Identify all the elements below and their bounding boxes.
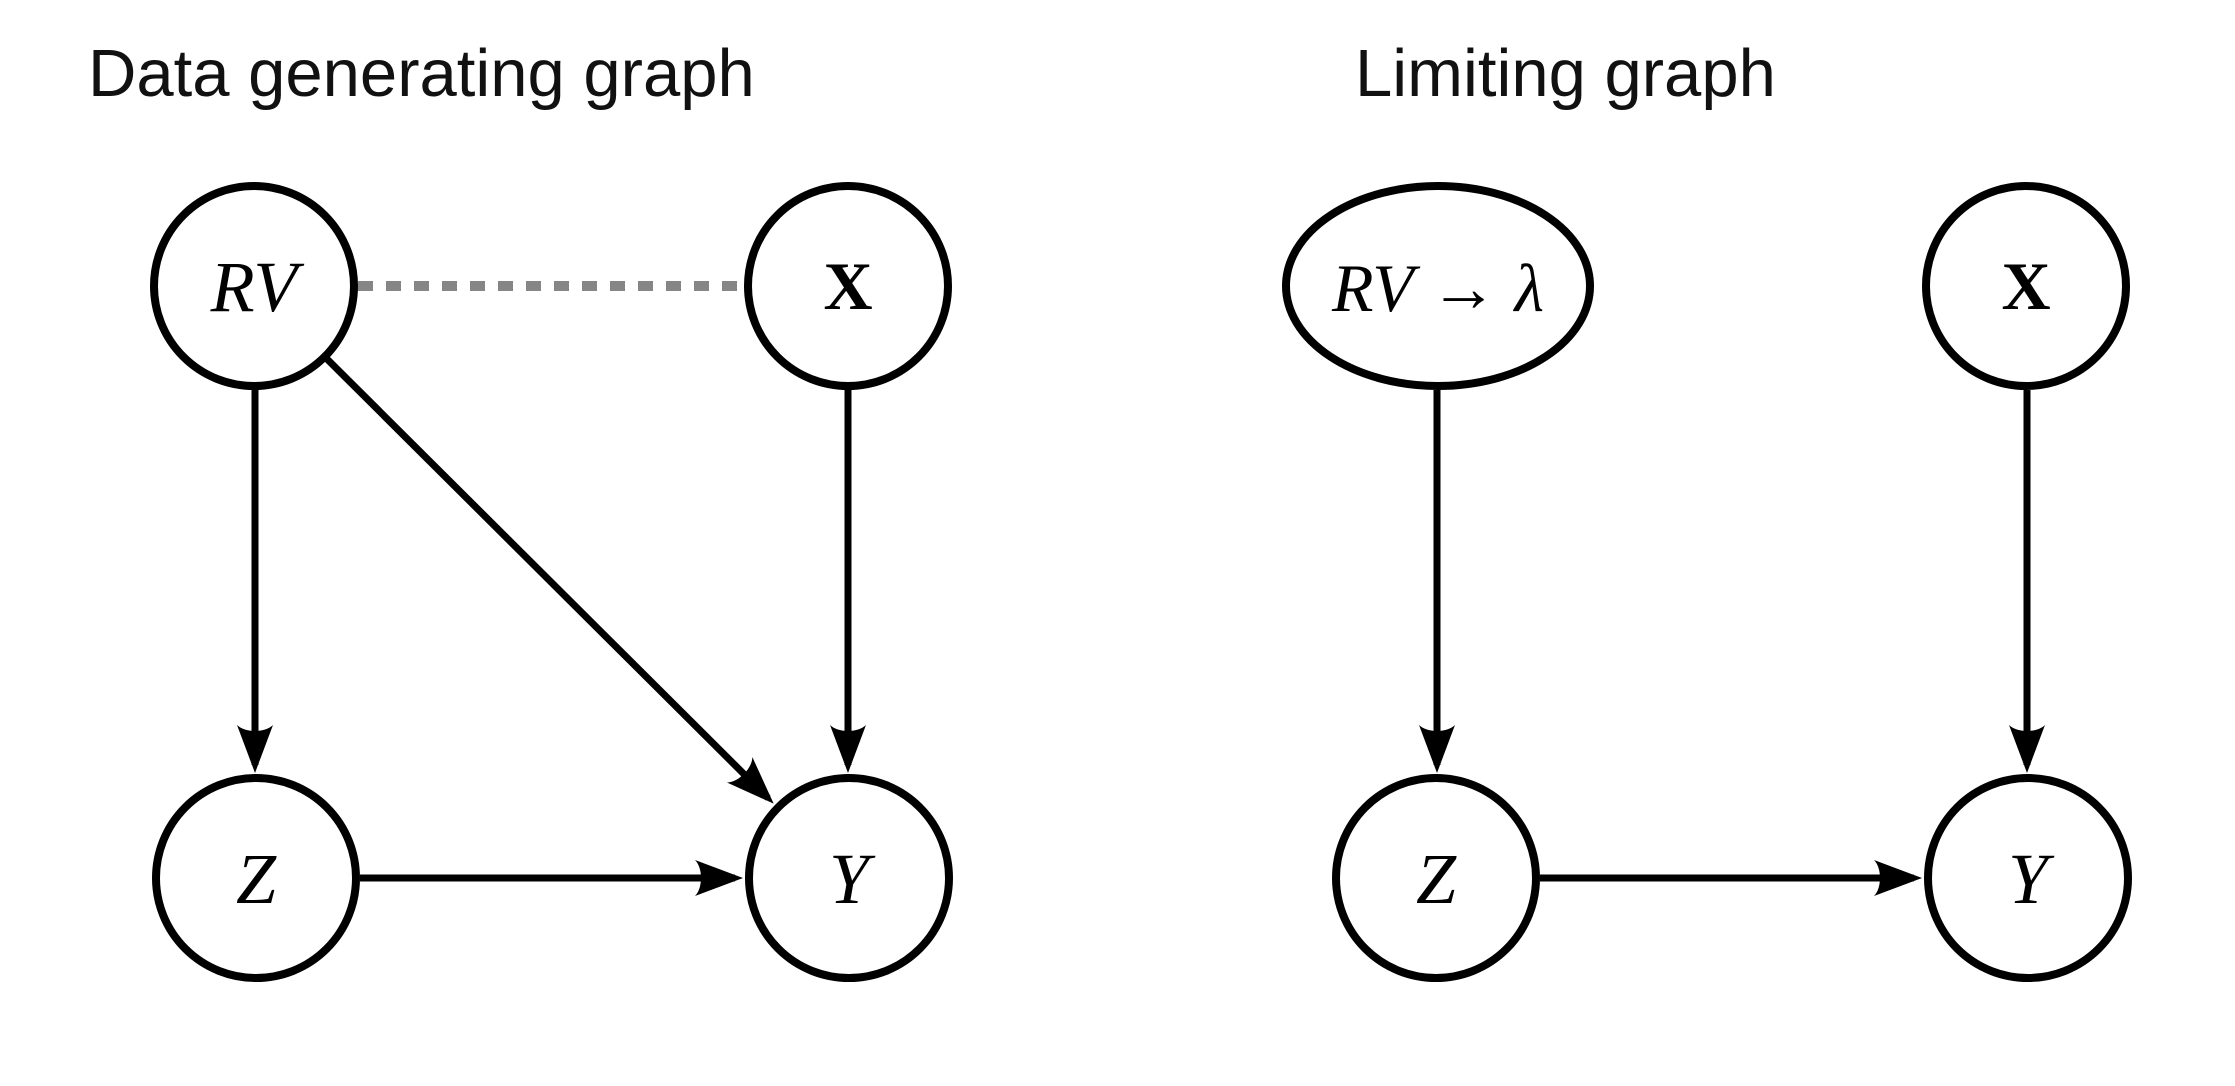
node-rv-label: RV (210, 247, 305, 327)
node-y-circle-right (1924, 774, 2132, 982)
node-x-label-right: X (2001, 248, 2050, 324)
node-y-label-right: Y (2008, 839, 2055, 919)
node-z-circle-right (1332, 774, 1540, 982)
node-rv-lambda-label: RV → λ (1331, 250, 1544, 326)
panel-title-data-generating: Data generating graph (88, 36, 755, 111)
node-x-label: X (823, 248, 872, 324)
node-x-circle (744, 182, 952, 390)
node-z-label-right: Z (1416, 839, 1457, 919)
node-z-label: Z (236, 839, 277, 919)
panel-data-generating-graph: Data generating graph RV X Z Y (88, 36, 953, 982)
panel-limiting-graph: Limiting graph RV → λ X Z Y (1282, 36, 2132, 982)
edge-rv-to-y-arrow (323, 355, 774, 804)
panel-title-limiting: Limiting graph (1355, 36, 1776, 111)
node-z-circle (152, 774, 360, 982)
node-rv-lambda-ellipse (1282, 182, 1594, 390)
node-rv-circle (150, 182, 358, 390)
node-y-circle (745, 774, 953, 982)
node-x-circle-right (1922, 182, 2130, 390)
node-y-label: Y (829, 839, 876, 919)
